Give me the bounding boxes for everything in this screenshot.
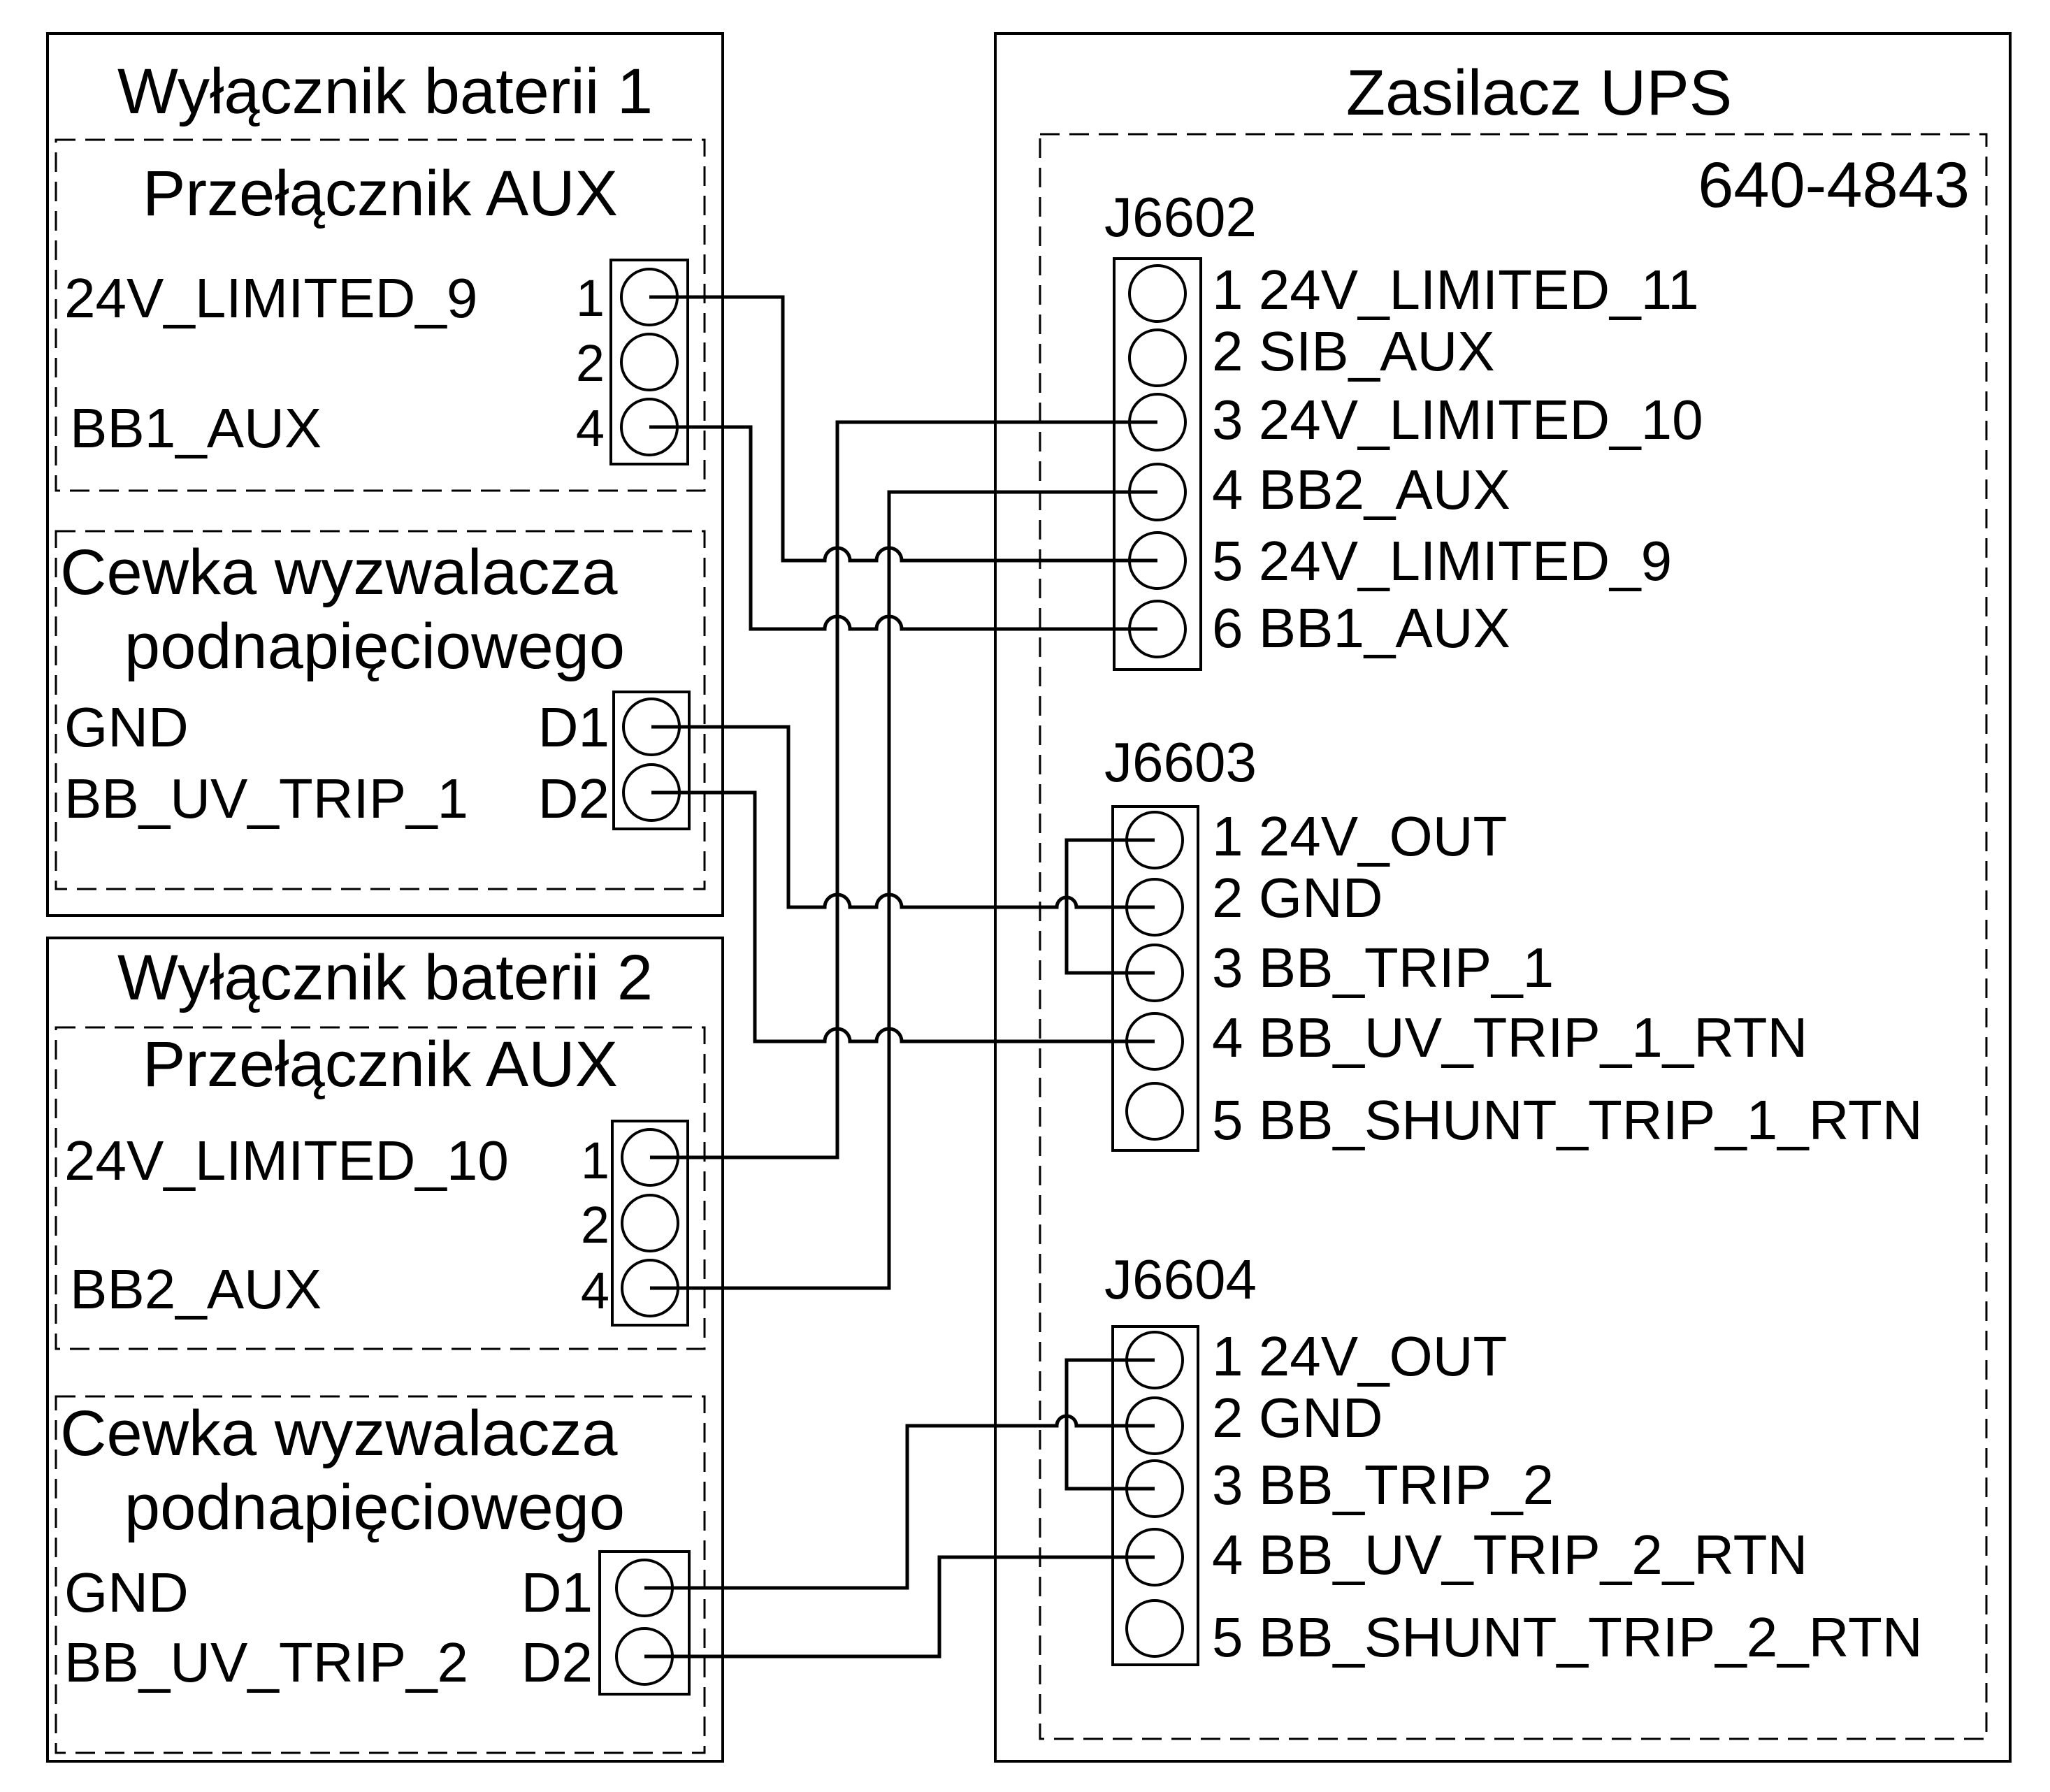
j6604-pin-5-label: 5 BB_SHUNT_TRIP_2_RTN — [1212, 1606, 1923, 1668]
j6603-pin-5 — [1125, 1082, 1184, 1141]
uv-coil-1: Cewka wyzwalacza podnapięciowego GND BB_… — [55, 530, 706, 890]
wire-24v-limited-10 — [650, 420, 1157, 1159]
j6602-pin-4-label: 4 BB2_AUX — [1212, 458, 1510, 521]
coil1-label-bb-uv-trip-1: BB_UV_TRIP_1 — [64, 767, 468, 830]
uv-coil-2-title-line1: Cewka wyzwalacza — [60, 1398, 618, 1469]
j6603-label: J6603 — [1104, 731, 1257, 793]
aux1-pin-label-4: 4 — [576, 399, 605, 457]
aux2-pin-label-4: 4 — [581, 1262, 609, 1320]
j6602-pin-2-label: 2 SIB_AUX — [1212, 320, 1495, 382]
j6602-pin-5-label: 5 24V_LIMITED_9 — [1212, 530, 1672, 592]
aux-switch-1-title: Przełącznik AUX — [143, 158, 618, 229]
coil2-label-bb-uv-trip-2: BB_UV_TRIP_2 — [64, 1631, 468, 1693]
aux1-pin-label-1: 1 — [576, 269, 605, 327]
coil2-pin-label-d2: D2 — [521, 1631, 593, 1693]
aux-switch-1: Przełącznik AUX 24V_LIMITED_9 BB1_AUX 1 … — [55, 138, 706, 492]
aux2-pin-label-2: 2 — [581, 1196, 609, 1254]
ups-board-number: 640-4843 — [1698, 150, 1970, 221]
aux2-pin-label-1: 1 — [581, 1132, 609, 1190]
aux-switch-2: Przełącznik AUX 24V_LIMITED_10 BB2_AUX 1… — [55, 1026, 706, 1350]
breaker-2-title: Wyłącznik baterii 2 — [117, 942, 653, 1013]
wires — [644, 295, 1157, 1659]
aux1-pin-label-2: 2 — [576, 334, 605, 392]
connector-j6603: J6603 1 24V_OUT 2 GND 3 BB_TRIP_1 4 BB_U… — [1104, 731, 1923, 1152]
j6603-pin-3-label: 3 BB_TRIP_1 — [1212, 937, 1554, 999]
j6602-pin-1-label: 1 24V_LIMITED_11 — [1212, 259, 1699, 321]
wire-24v-limited-9 — [649, 295, 1157, 563]
j6603-jumper — [1064, 838, 1155, 975]
coil1-pin-label-d1: D1 — [538, 696, 609, 758]
uv-coil-2-title-line2: podnapięciowego — [124, 1472, 625, 1543]
coil1-pin-label-d2: D2 — [538, 767, 609, 830]
j6602-pin-6-label: 6 BB1_AUX — [1212, 597, 1510, 659]
wire-coil2-d2-uv-trip-2 — [644, 1555, 1155, 1659]
j6604-pin-5 — [1125, 1599, 1184, 1658]
aux2-label-bb2-aux: BB2_AUX — [70, 1258, 322, 1320]
j6604-pin-3-label: 3 BB_TRIP_2 — [1212, 1454, 1554, 1516]
coil1-label-gnd: GND — [64, 696, 189, 758]
ups-unit: Zasilacz UPS 640-4843 J6602 1 24V_LIMITE… — [994, 32, 2012, 1763]
j6604-pin-2-label: 2 GND — [1212, 1387, 1383, 1449]
j6602-pin-3-label: 3 24V_LIMITED_10 — [1212, 389, 1703, 451]
coil2-pin-label-d1: D1 — [521, 1561, 593, 1624]
aux2-label-24v-limited-10: 24V_LIMITED_10 — [64, 1129, 509, 1192]
wire-coil2-d1-gnd — [644, 1414, 1155, 1590]
uv-coil-1-title-line2: podnapięciowego — [124, 611, 625, 682]
breaker-2: Wyłącznik baterii 2 Przełącznik AUX 24V_… — [46, 937, 724, 1763]
aux1-label-bb1-aux: BB1_AUX — [70, 397, 322, 459]
connector-j6602: J6602 1 24V_LIMITED_11 2 SIB_AUX 3 24V_L… — [1104, 186, 1703, 671]
ups-title: Zasilacz UPS — [1346, 57, 1732, 129]
aux-switch-2-title: Przełącznik AUX — [143, 1029, 618, 1100]
wire-coil1-d2-uv-trip-1 — [651, 790, 1155, 1043]
wire-bb2-aux — [650, 490, 1157, 1290]
aux1-pin-2 — [620, 333, 679, 391]
j6603-pin-2-label: 2 GND — [1212, 867, 1383, 929]
j6602-pin-2 — [1128, 328, 1187, 387]
j6604-pin-1-label: 1 24V_OUT — [1212, 1325, 1507, 1387]
coil2-label-gnd: GND — [64, 1561, 189, 1624]
j6603-pin-4-label: 4 BB_UV_TRIP_1_RTN — [1212, 1006, 1807, 1069]
uv-coil-1-title-line1: Cewka wyzwalacza — [60, 537, 618, 608]
j6603-pin-1-label: 1 24V_OUT — [1212, 805, 1507, 867]
j6604-jumper — [1064, 1358, 1155, 1491]
uv-coil-2: Cewka wyzwalacza podnapięciowego GND BB_… — [55, 1395, 706, 1754]
j6603-pin-5-label: 5 BB_SHUNT_TRIP_1_RTN — [1212, 1089, 1923, 1151]
breaker-1: Wyłącznik baterii 1 Przełącznik AUX 24V_… — [46, 32, 724, 917]
j6602-label: J6602 — [1104, 186, 1257, 248]
connector-j6604: J6604 1 24V_OUT 2 GND 3 BB_TRIP_2 4 BB_U… — [1104, 1248, 1923, 1668]
j6604-label: J6604 — [1104, 1248, 1257, 1310]
aux2-pin-2 — [621, 1194, 679, 1252]
breaker-1-title: Wyłącznik baterii 1 — [117, 56, 653, 127]
j6602-pin-1 — [1128, 264, 1187, 323]
j6604-pin-4-label: 4 BB_UV_TRIP_2_RTN — [1212, 1524, 1807, 1586]
wire-bb1-aux — [649, 425, 1157, 631]
wire-coil1-d1-gnd — [651, 725, 1155, 909]
aux1-label-24v-limited-9: 24V_LIMITED_9 — [64, 267, 477, 329]
